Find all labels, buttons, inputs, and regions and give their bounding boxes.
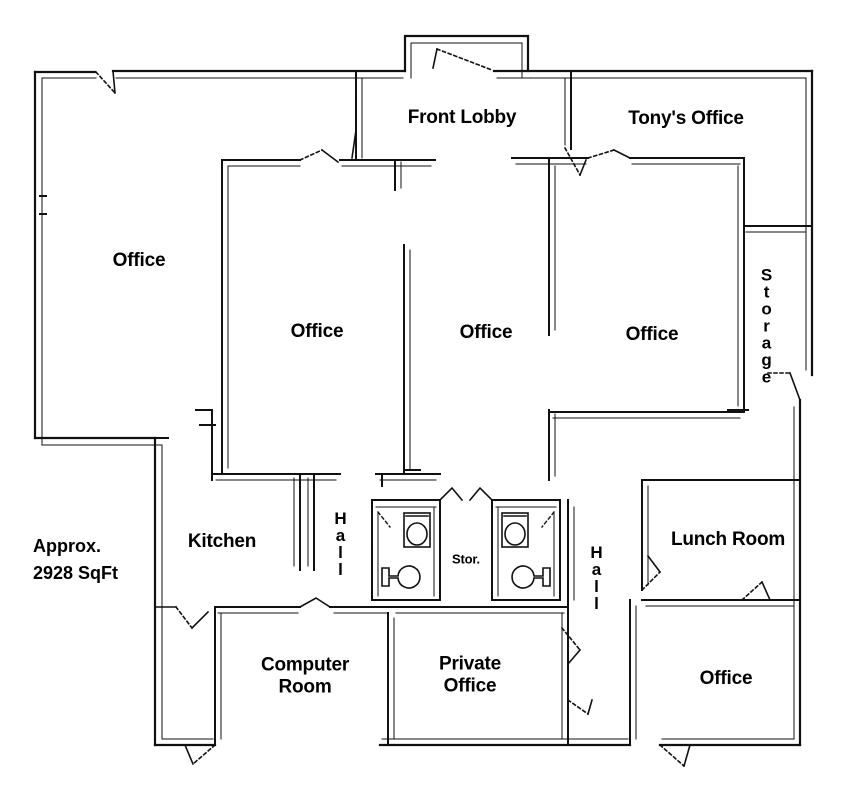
door-office1-top (298, 148, 340, 164)
sink-right-fixture (511, 565, 551, 589)
wall-office3-left (548, 159, 556, 481)
room-label-office-mid-3: Office (625, 323, 679, 345)
room-label-hall-left: Hall (331, 509, 351, 577)
room-label-computer-room: Computer Room (260, 654, 350, 698)
room-label-office-left: Office (112, 249, 166, 271)
storage-closet (438, 486, 494, 502)
wall-stubs (154, 409, 421, 487)
wall-office-center-divider (403, 244, 411, 475)
wall-office1 (221, 159, 436, 475)
room-label-office-bottom-right: Office (699, 667, 753, 689)
room-label-private-office: Private Office (439, 653, 501, 697)
wall-hall-left (307, 473, 315, 571)
wall-office3-right (737, 157, 745, 413)
room-label-office-mid-1: Office (290, 320, 344, 342)
exterior-walls (33, 34, 814, 747)
wall-tony-bottom (511, 157, 745, 165)
door-private-office-right (560, 626, 593, 716)
room-label-storage-small: Stor. (452, 551, 480, 567)
toilet-right-fixture (501, 512, 529, 548)
wall-storage-top (743, 225, 813, 233)
door-tony-office (563, 146, 588, 177)
door-lunchroom (640, 554, 772, 602)
wall-kitchen (199, 409, 301, 571)
wall-lobby-stub (355, 70, 402, 191)
door-kitchen-lower (154, 597, 332, 630)
room-label-office-mid-2: Office (459, 321, 513, 343)
room-label-storage: Storage (757, 265, 777, 385)
exterior-walls-inner (41, 42, 807, 740)
room-label-hall-right: Hall (587, 543, 607, 611)
sink-left-fixture (381, 565, 421, 589)
room-label-front-lobby: Front Lobby (407, 106, 517, 128)
door-lobby-to-office (351, 99, 357, 159)
wall-office3-bottom (548, 409, 749, 419)
toilet-left-fixture (403, 512, 431, 548)
door-restroom-right (541, 511, 555, 528)
room-label-tonys-office: Tony's Office (628, 107, 744, 129)
area-note: Approx. 2928 SqFt (33, 536, 119, 583)
wall-hall-right (567, 499, 575, 606)
wall-lobby-tony (564, 70, 572, 150)
wall-lunchroom (641, 479, 801, 607)
room-label-kitchen: Kitchen (187, 530, 257, 552)
door-restroom-left (371, 511, 391, 601)
exterior-door-swings (39, 47, 802, 768)
door-tony-bottom (587, 148, 632, 160)
wall-lower-block (214, 599, 637, 746)
restroom-right (491, 499, 561, 601)
room-label-lunch-room: Lunch Room (670, 528, 786, 550)
